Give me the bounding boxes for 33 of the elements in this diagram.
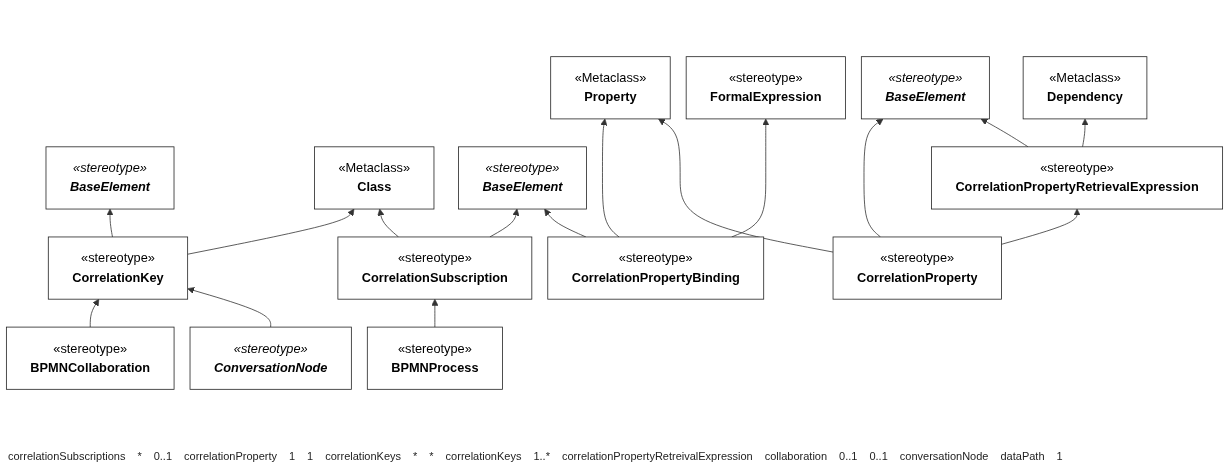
association-end-label: 1 <box>288 450 296 462</box>
association-end-label: 0..1 <box>839 450 858 462</box>
node-box: «stereotype» ConversationNode <box>189 326 352 390</box>
association-end-label: collaboration <box>764 450 828 462</box>
association-end-label: 0..1 <box>869 450 888 462</box>
association-end-label: dataPath <box>1000 450 1045 462</box>
node-box: «stereotype» CorrelationPropertyRetrievalExpression <box>931 146 1223 210</box>
association-end-label: * <box>137 450 142 462</box>
node-box: «stereotype» BaseElement <box>45 146 175 210</box>
association-end-label: 1 <box>1056 450 1063 462</box>
association-end-label: 1 <box>307 450 314 462</box>
node-box: «Metaclass» Property <box>550 56 671 120</box>
node-box: «stereotype» CorrelationProperty <box>832 236 1002 300</box>
association-end-label: * <box>429 450 434 462</box>
node-box: «stereotype» BaseElement <box>860 56 990 120</box>
node-box: «stereotype» CorrelationKey <box>47 236 189 300</box>
association-end-label: correlationPropertyRetreivalExpression <box>561 450 753 462</box>
association-end-label: 0..1 <box>153 450 173 462</box>
association-end-label: * <box>413 450 418 462</box>
association-end-label: conversationNode <box>899 450 989 462</box>
node-box: «Metaclass» Class <box>314 146 435 210</box>
association-end-label: correlationSubscriptions <box>8 450 126 462</box>
node-box: «Metaclass» Dependency <box>1022 56 1148 120</box>
node-box: «stereotype» BPMNProcess <box>366 326 503 390</box>
association-end-label: correlationProperty <box>184 450 277 462</box>
association-end-label: correlationKeys <box>325 450 402 462</box>
node-box: «stereotype» BaseElement <box>458 146 587 210</box>
node-box: «stereotype» CorrelationPropertyBinding <box>547 236 765 300</box>
node-box: «stereotype» CorrelationSubscription <box>337 236 533 300</box>
node-box: «stereotype» FormalExpression <box>685 56 846 120</box>
association-end-label: 1..* <box>533 450 550 462</box>
association-end-label: correlationKeys <box>445 450 522 462</box>
node-box: «stereotype» BPMNCollaboration <box>5 326 175 390</box>
